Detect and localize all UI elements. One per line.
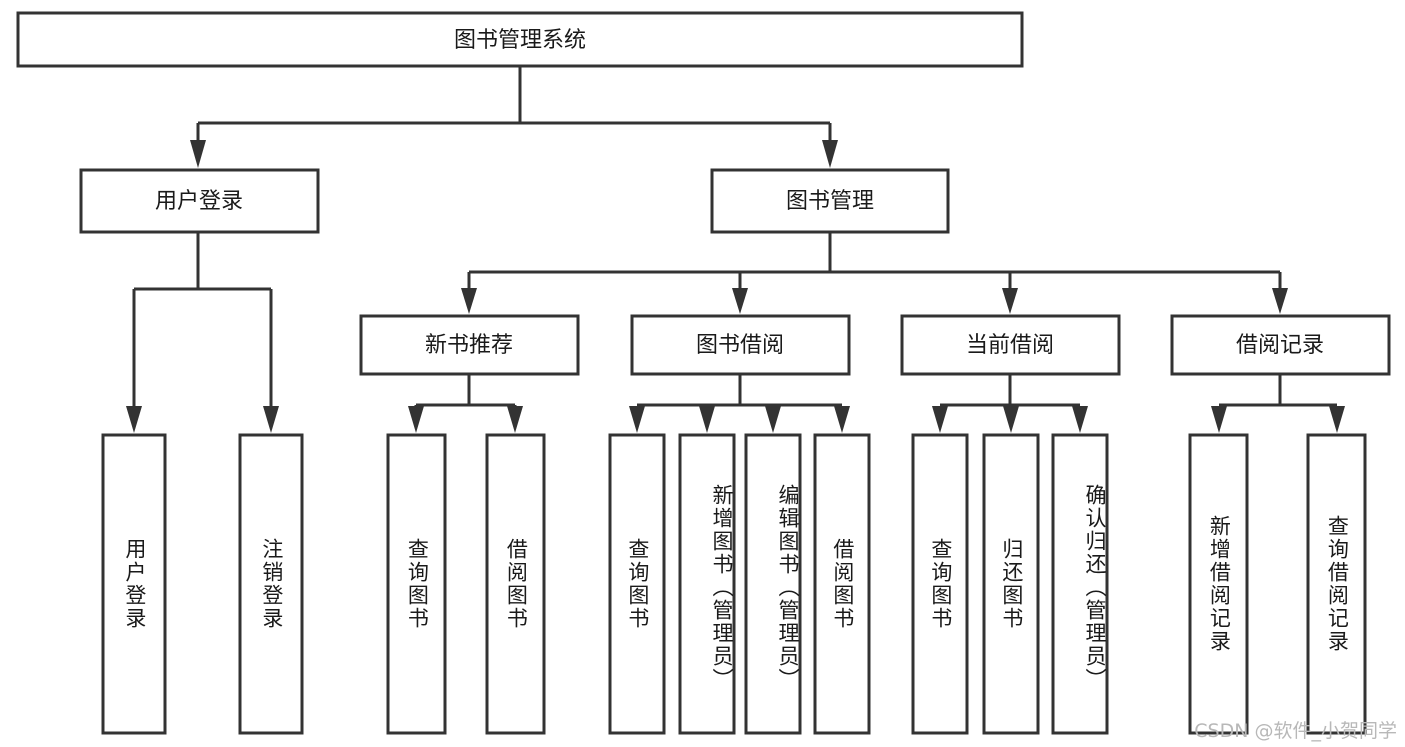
- arrow-head-leaf-add-borrow-record: [1211, 406, 1227, 433]
- node-label-current-borrow: 当前借阅: [966, 333, 1054, 358]
- arrow-head-current-borrow: [1002, 288, 1018, 314]
- arrow-head-user-login: [190, 140, 206, 168]
- node-box-borrow-record[interactable]: [1170, 314, 1391, 376]
- node-box-new-book-rec[interactable]: [359, 314, 580, 376]
- connector-layer: [126, 66, 1345, 433]
- leaf-label-confirm-return-admin: 确认归还（管理员）: [1083, 483, 1107, 691]
- arrow-head-leaf-borrow-book: [834, 406, 850, 433]
- node-box-leaf-query-book-borrow[interactable]: [608, 433, 666, 735]
- node-box-leaf-borrow-book-rec[interactable]: [485, 433, 546, 735]
- leaf-label-query-borrow-record: 查询借阅记录: [1325, 515, 1350, 653]
- arrow-head-leaf-return-book: [1003, 406, 1019, 433]
- node-box-root[interactable]: [16, 11, 1024, 68]
- arrow-head-book-borrow: [732, 288, 748, 314]
- leaf-label-return-book: 归还图书: [999, 538, 1024, 630]
- node-box-leaf-query-book-rec[interactable]: [386, 433, 447, 735]
- leaf-label-query-book-current: 查询图书: [928, 538, 953, 630]
- node-box-leaf-add-book-admin[interactable]: [678, 433, 736, 735]
- leaf-label-borrow-book: 借阅图书: [830, 538, 855, 630]
- leaf-label-query-book-rec: 查询图书: [405, 538, 430, 630]
- arrow-head-leaf-query-borrow-record: [1329, 406, 1345, 433]
- leaf-label-edit-book-admin: 编辑图书（管理员）: [776, 483, 800, 691]
- arrow-head-leaf-user-login: [126, 406, 142, 433]
- node-box-leaf-user-login[interactable]: [101, 433, 167, 735]
- leaf-label-user-login: 用户登录: [122, 538, 147, 630]
- arrow-head-new-book-rec: [461, 288, 477, 314]
- node-box-leaf-return-book[interactable]: [982, 433, 1040, 735]
- node-box-leaf-query-borrow-record[interactable]: [1306, 433, 1367, 735]
- arrow-head-borrow-record: [1272, 288, 1288, 314]
- leaf-label-add-borrow-record: 新增借阅记录: [1207, 515, 1232, 653]
- node-box-leaf-borrow-book[interactable]: [813, 433, 871, 735]
- arrow-head-leaf-add-book-admin: [699, 406, 715, 433]
- arrow-head-leaf-borrow-book-rec: [507, 406, 523, 433]
- arrow-head-leaf-query-book-borrow: [629, 406, 645, 433]
- node-box-leaf-add-borrow-record[interactable]: [1188, 433, 1249, 735]
- arrow-head-leaf-edit-book-admin: [765, 406, 781, 433]
- leaf-label-logout: 注销登录: [259, 538, 284, 630]
- node-box-leaf-logout[interactable]: [238, 433, 304, 735]
- node-label-borrow-record: 借阅记录: [1236, 333, 1324, 358]
- node-label-user-login: 用户登录: [155, 189, 243, 214]
- arrow-head-leaf-logout: [263, 406, 279, 433]
- node-label-book-borrow: 图书借阅: [696, 333, 784, 358]
- node-box-leaf-confirm-return-admin[interactable]: [1051, 433, 1109, 735]
- node-box-user-login[interactable]: [79, 168, 320, 234]
- node-box-leaf-query-book-current[interactable]: [911, 433, 969, 735]
- node-label-root: 图书管理系统: [454, 28, 586, 53]
- node-layer: 图书管理系统 用户登录 图书管理 新书推荐 图书借阅 当前借阅 借阅记录: [16, 11, 1391, 735]
- node-label-new-book-rec: 新书推荐: [425, 333, 513, 358]
- node-box-book-borrow[interactable]: [630, 314, 851, 376]
- arrow-head-leaf-query-book-rec: [408, 406, 424, 433]
- arrow-head-leaf-query-book-current: [932, 406, 948, 433]
- arrow-head-leaf-confirm-return-admin: [1072, 406, 1088, 433]
- node-box-current-borrow[interactable]: [900, 314, 1121, 376]
- node-label-book-manage: 图书管理: [786, 189, 874, 214]
- watermark-text: CSDN @软件_小贺同学: [1194, 720, 1397, 742]
- node-box-leaf-edit-book-admin[interactable]: [744, 433, 802, 735]
- leaf-label-query-book-borrow: 查询图书: [625, 538, 650, 630]
- arrow-head-book-manage: [822, 140, 838, 168]
- leaf-label-add-book-admin: 新增图书（管理员）: [710, 483, 734, 691]
- leaf-label-borrow-book-rec: 借阅图书: [504, 538, 529, 630]
- node-box-book-manage[interactable]: [710, 168, 950, 234]
